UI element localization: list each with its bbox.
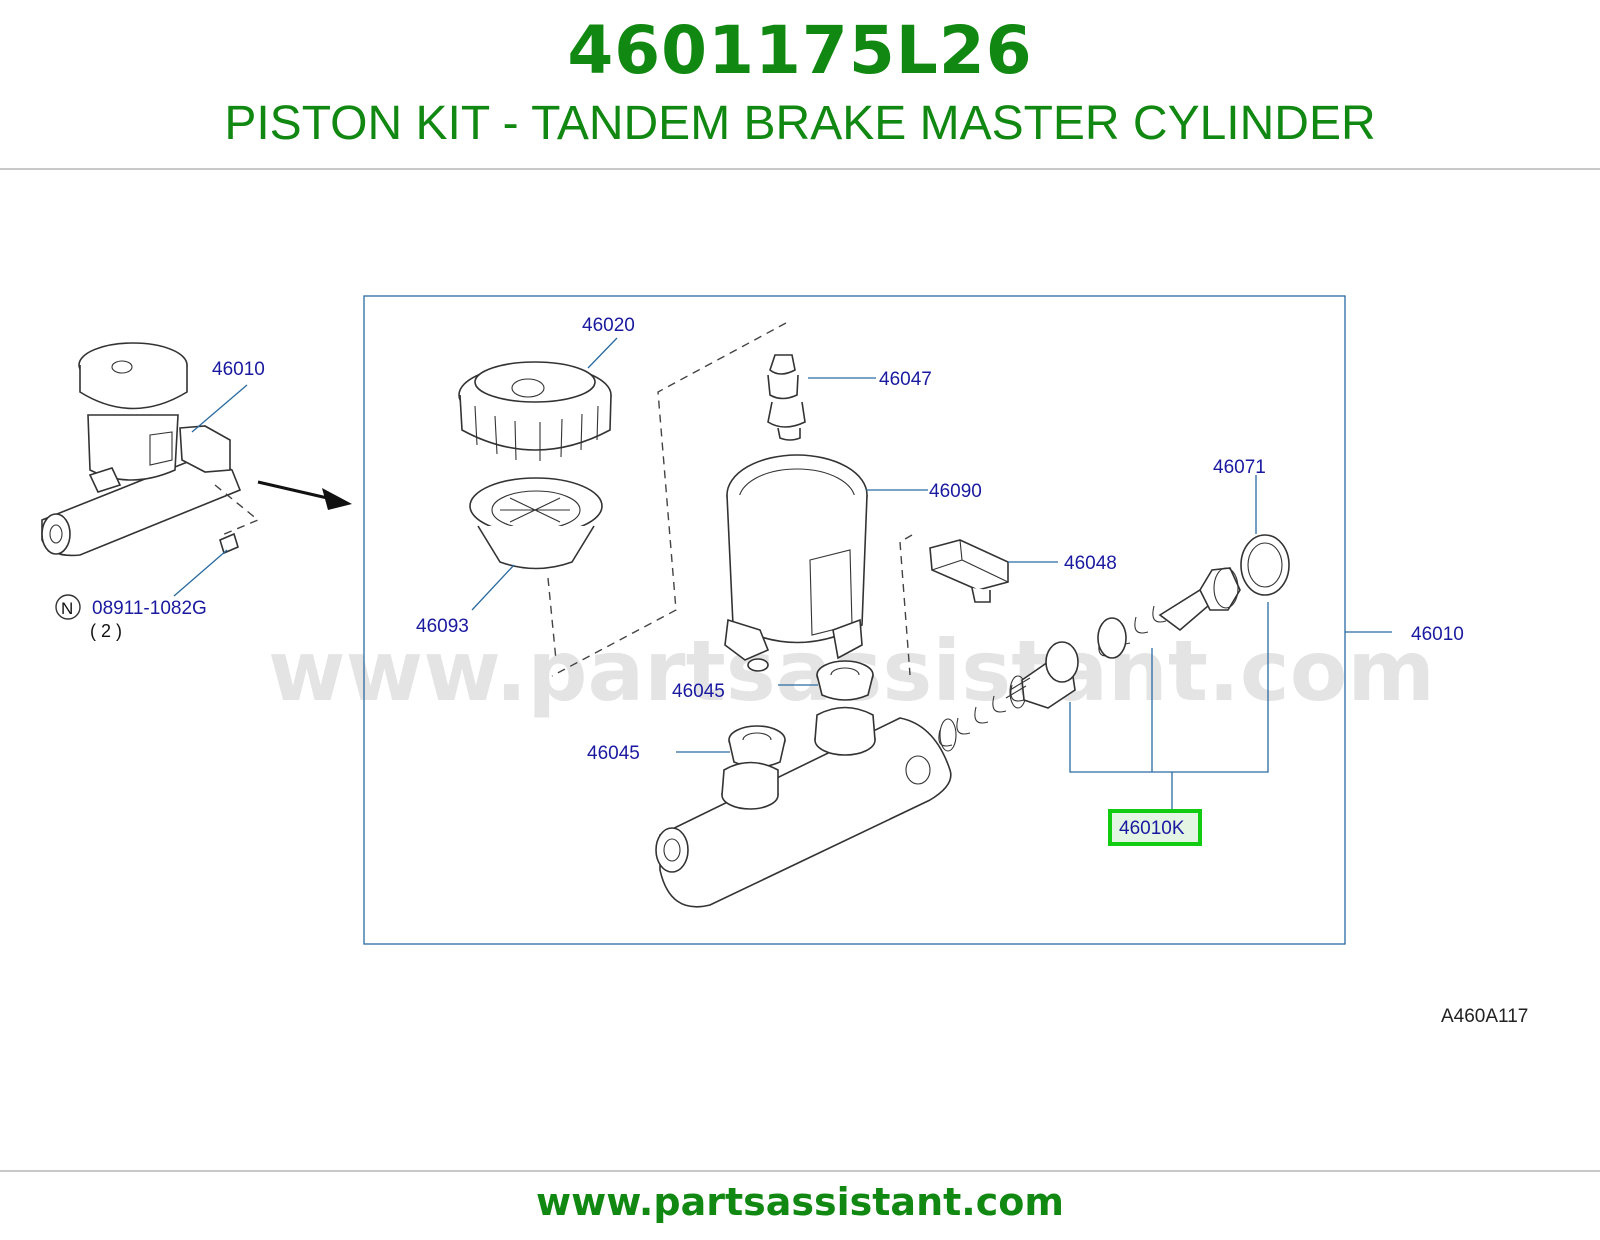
quantity-label: ( 2 ) [90, 621, 122, 641]
callout-46093[interactable]: 46093 [416, 616, 469, 637]
return-spring-illustration [938, 675, 1027, 752]
leader-46093 [471, 564, 515, 611]
exploded-parts-diagram: www.partsassistant.com [41, 295, 1528, 1027]
callout-46045-lower[interactable]: 46045 [587, 743, 640, 764]
part-number-title: 4601175L26 [567, 12, 1033, 89]
primary-piston-illustration [1158, 567, 1241, 632]
level-float-illustration [767, 354, 806, 441]
footer-divider [0, 1170, 1600, 1172]
footer-url[interactable]: www.partsassistant.com [536, 1180, 1064, 1224]
mounting-dash-guide [214, 484, 260, 536]
leader-46020 [587, 337, 618, 369]
piston-kit-bracket-outer [1069, 602, 1269, 773]
leader-08911 [173, 549, 228, 597]
reservoir-grommet-lower-illustration [728, 725, 786, 768]
part-description-title: PISTON KIT - TANDEM BRAKE MASTER CYLINDE… [224, 97, 1376, 150]
callout-46047[interactable]: 46047 [879, 369, 932, 390]
secondary-piston-illustration [1005, 641, 1079, 709]
reservoir-tank-illustration [724, 454, 868, 672]
sheet-code: A460A117 [1441, 1006, 1528, 1027]
header-divider [0, 168, 1600, 170]
exploded-view-arrow [257, 480, 352, 510]
highlighted-callout-box[interactable] [1108, 809, 1202, 846]
page-header: 4601175L26 PISTON KIT - TANDEM BRAKE MAS… [0, 0, 1600, 168]
callout-46010-left[interactable]: 46010 [212, 359, 265, 380]
assembled-master-cylinder-illustration [41, 342, 242, 557]
highlighted-callout-46010k[interactable]: 46010K [1119, 818, 1185, 839]
assembly-frame [363, 295, 1346, 945]
piston-seal-ring-illustration [1240, 534, 1290, 596]
new-part-marker-text: N [61, 599, 73, 618]
callout-46071[interactable]: 46071 [1213, 457, 1266, 478]
callout-08911-1082g[interactable]: 08911-1082G [92, 598, 207, 619]
primary-spring-illustration [1097, 605, 1167, 659]
callout-46010-main[interactable]: 46010 [1411, 624, 1464, 645]
sensor-dash-guide [899, 534, 913, 676]
reservoir-grommet-upper-illustration [816, 660, 874, 701]
fluid-level-sensor-illustration [929, 539, 1009, 603]
cylinder-body-illustration [655, 706, 952, 908]
leader-46010-left [191, 384, 248, 433]
cap-to-reservoir-dash-guide [551, 322, 787, 677]
callout-46090[interactable]: 46090 [929, 481, 982, 502]
callout-46020[interactable]: 46020 [582, 315, 635, 336]
callout-46048[interactable]: 46048 [1064, 553, 1117, 574]
new-part-marker-circle [55, 594, 81, 620]
reservoir-cap-illustration [458, 361, 612, 461]
reservoir-strainer-illustration [469, 477, 603, 570]
callout-46045-upper[interactable]: 46045 [672, 681, 725, 702]
